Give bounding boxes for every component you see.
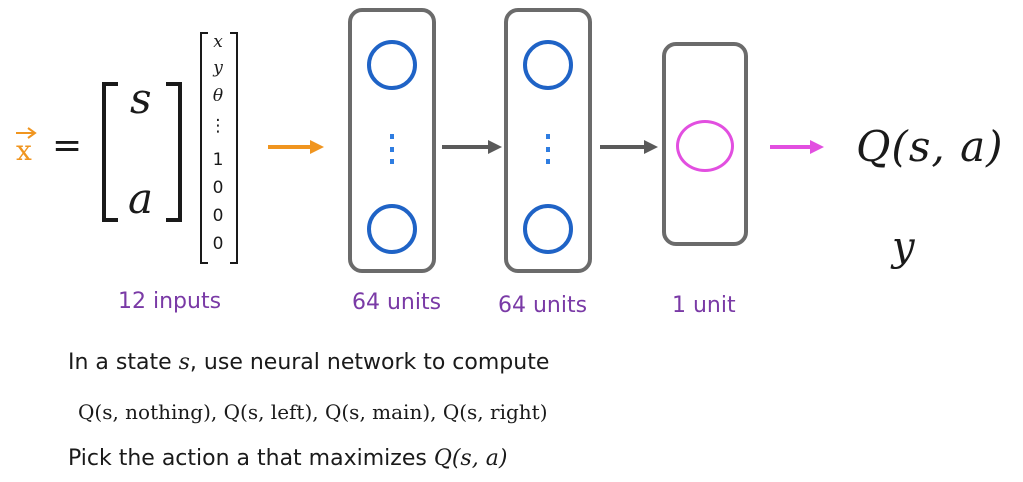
feature-item: 0: [212, 206, 224, 226]
input-x-label: x: [16, 134, 32, 167]
input-arrow-icon: [268, 140, 324, 154]
neuron-icon: [523, 204, 573, 254]
state-action-right-bracket: [166, 82, 182, 222]
action-symbol: a: [128, 174, 154, 223]
equals-sign: =: [52, 125, 83, 166]
caption-3-prefix: Pick the action a that maximizes: [68, 446, 434, 471]
layer-1-label: 64 units: [352, 290, 442, 315]
output-layer-label: 1 unit: [672, 293, 736, 318]
caption-line-1: In a state s, use neural network to comp…: [68, 350, 549, 375]
hidden-layer-1: [348, 8, 436, 273]
layer-arrow-icon: [600, 140, 658, 154]
state-action-left-bracket: [102, 82, 118, 222]
feature-vector-right-bracket: [230, 32, 238, 264]
neuron-icon: [523, 40, 573, 90]
output-arrow-icon: [770, 140, 824, 154]
caption-1-suffix: , use neural network to compute: [189, 350, 550, 375]
caption-1-prefix: In a state: [68, 350, 179, 375]
caption-line-3: Pick the action a that maximizes Q(s, a): [68, 446, 507, 471]
caption-line-2: Q(s, nothing), Q(s, left), Q(s, main), Q…: [78, 400, 548, 424]
neuron-icon: [367, 204, 417, 254]
caption-3-math: Q(s, a): [433, 446, 508, 471]
output-layer: [662, 42, 748, 246]
hidden-layer-2: [504, 8, 592, 273]
feature-item: 1: [212, 150, 224, 170]
ellipsis-dots-icon: [546, 134, 550, 164]
neuron-icon: [367, 40, 417, 90]
feature-item: 0: [212, 178, 224, 198]
input-vector-symbol: x: [12, 126, 38, 167]
feature-item: ⋮: [209, 116, 227, 136]
feature-item: x: [213, 32, 223, 52]
feature-item: θ: [212, 86, 224, 106]
caption-1-var: s: [178, 350, 190, 375]
ellipsis-dots-icon: [390, 134, 394, 164]
layer-2-label: 64 units: [498, 293, 588, 318]
output-neuron-icon: [676, 120, 734, 172]
target-y: y: [892, 224, 915, 270]
state-symbol: s: [130, 74, 152, 123]
feature-item: y: [213, 58, 223, 78]
q-output: Q(s, a): [856, 122, 1004, 171]
layer-arrow-icon: [442, 140, 502, 154]
vector-arrow-icon: [16, 127, 37, 139]
feature-vector-left-bracket: [200, 32, 208, 264]
feature-item: 0: [212, 234, 224, 254]
inputs-label: 12 inputs: [118, 289, 222, 314]
